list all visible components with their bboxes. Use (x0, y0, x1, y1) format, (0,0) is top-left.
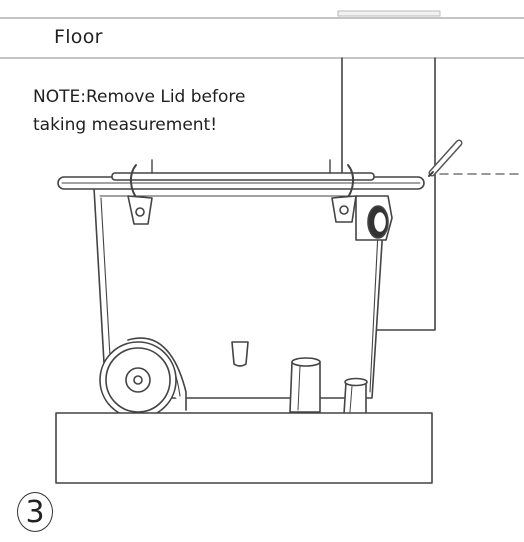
lid-clamp-right (331, 164, 357, 223)
lid-clamp-left (127, 164, 153, 225)
discharge-column (341, 57, 436, 331)
basin-right-wall (369, 231, 379, 393)
note-line-1: NOTE:Remove Lid before (33, 87, 246, 107)
floor-drain-opening (337, 10, 441, 17)
pump-motor (99, 337, 187, 419)
base-platform (55, 412, 433, 484)
vent-fitting (355, 195, 393, 241)
step-number-badge: 3 (17, 492, 53, 532)
note-text: NOTE:Remove Lid before taking measuremen… (33, 83, 245, 139)
lid-band (111, 172, 375, 181)
note-line-2: taking measurement! (33, 115, 218, 135)
basin-body (93, 187, 386, 399)
inlet-port (231, 341, 249, 367)
floor-label: Floor (54, 26, 103, 48)
basin-foot-left (289, 357, 321, 413)
basin-foot-right (343, 377, 368, 415)
pencil-icon (428, 139, 463, 177)
